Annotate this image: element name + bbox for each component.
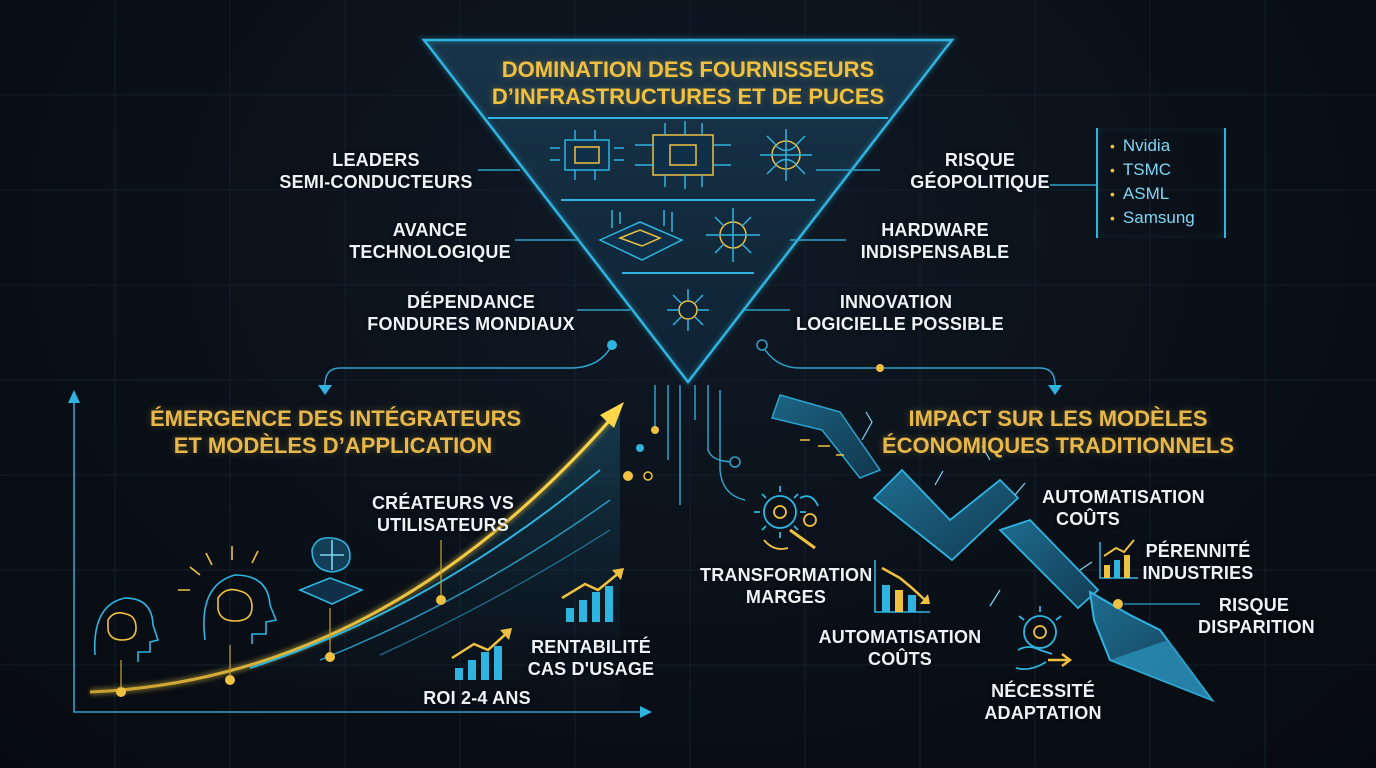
right-section-title: IMPACT SUR LES MODÈLES ÉCONOMIQUES TRADI… — [881, 406, 1234, 458]
hand-gear-icon — [1015, 606, 1073, 671]
globe-network-icon — [760, 129, 812, 181]
top-title-line2: D’INFRASTRUCTURES ET DE PUCES — [491, 84, 885, 109]
ai-brain-icon — [178, 546, 278, 644]
label-necessite-adaptation: NÉCESSITÉ ADAPTATION — [984, 681, 1102, 723]
roi-chart-icon — [451, 628, 512, 680]
label-roi: ROI 2-4 ANS — [423, 688, 531, 708]
bullet-icon: • — [1110, 162, 1115, 178]
chip-icon — [550, 130, 624, 180]
declining-bar-chart-icon — [874, 560, 930, 613]
top-title-line1: DOMINATION DES FOURNISSEURS — [501, 57, 875, 82]
bullet-icon: • — [1110, 186, 1115, 202]
label-innovation-logicielle: INNOVATION LOGICIELLE POSSIBLE — [796, 292, 1004, 334]
server-chip-icon — [598, 210, 684, 261]
label-automatisation-couts-top: AUTOMATISATION COÛTS — [1042, 487, 1205, 529]
pyramid-connectors — [478, 169, 1096, 311]
top-title: DOMINATION DES FOURNISSEURS D’INFRASTRUC… — [488, 56, 888, 110]
label-rentabilite-cas-usage: RENTABILITÉ CAS D'USAGE — [527, 637, 655, 679]
growth-chart — [68, 390, 652, 718]
processor-icon — [635, 121, 731, 189]
label-automatisation-couts-bottom: AUTOMATISATION COÛTS — [818, 627, 982, 669]
network-node-icon — [667, 289, 709, 331]
label-dependance-fondures: DÉPENDANCE FONDURES MONDIAUX — [367, 292, 575, 334]
left-section-title: ÉMERGENCE DES INTÉGRATEURS ET MODÈLES D’… — [150, 406, 522, 458]
bar-chart-up-icon — [561, 568, 624, 622]
label-perennite-industries: PÉRENNITÉ INDUSTRIES — [1142, 541, 1254, 583]
vendor-item: •ASML — [1110, 184, 1170, 203]
vendor-item: •Samsung — [1110, 208, 1195, 227]
infrastructure-pyramid — [417, 37, 959, 387]
label-hardware-indispensable: HARDWARE INDISPENSABLE — [860, 220, 1010, 262]
vendor-item: •Nvidia — [1110, 136, 1171, 155]
declining-broken-band — [771, 394, 1215, 703]
label-createurs-utilisateurs: CRÉATEURS VS UTILISATEURS — [371, 493, 515, 535]
label-leaders-semiconducteurs: LEADERS SEMI-CONDUCTEURS — [279, 150, 473, 192]
bullet-icon: • — [1110, 210, 1115, 226]
label-avance-technologique: AVANCE TECHNOLOGIQUE — [349, 220, 511, 262]
vendor-list: •Nvidia •TSMC •ASML •Samsung — [1096, 128, 1226, 238]
bullet-icon: • — [1110, 138, 1115, 154]
gears-icon — [754, 486, 819, 550]
vendor-item: •TSMC — [1110, 160, 1172, 179]
label-risque-disparition: RISQUE DISPARITION — [1198, 595, 1315, 637]
flow-lines — [318, 339, 1062, 505]
hologram-brain-icon — [297, 536, 365, 605]
label-transformation-marges: TRANSFORMATION MARGES — [700, 565, 873, 607]
growth-chart-icon — [1099, 539, 1138, 579]
brain-head-icon — [93, 597, 160, 662]
network-globe-icon — [706, 208, 760, 262]
label-risque-geopolitique: RISQUE GÉOPOLITIQUE — [910, 150, 1050, 192]
